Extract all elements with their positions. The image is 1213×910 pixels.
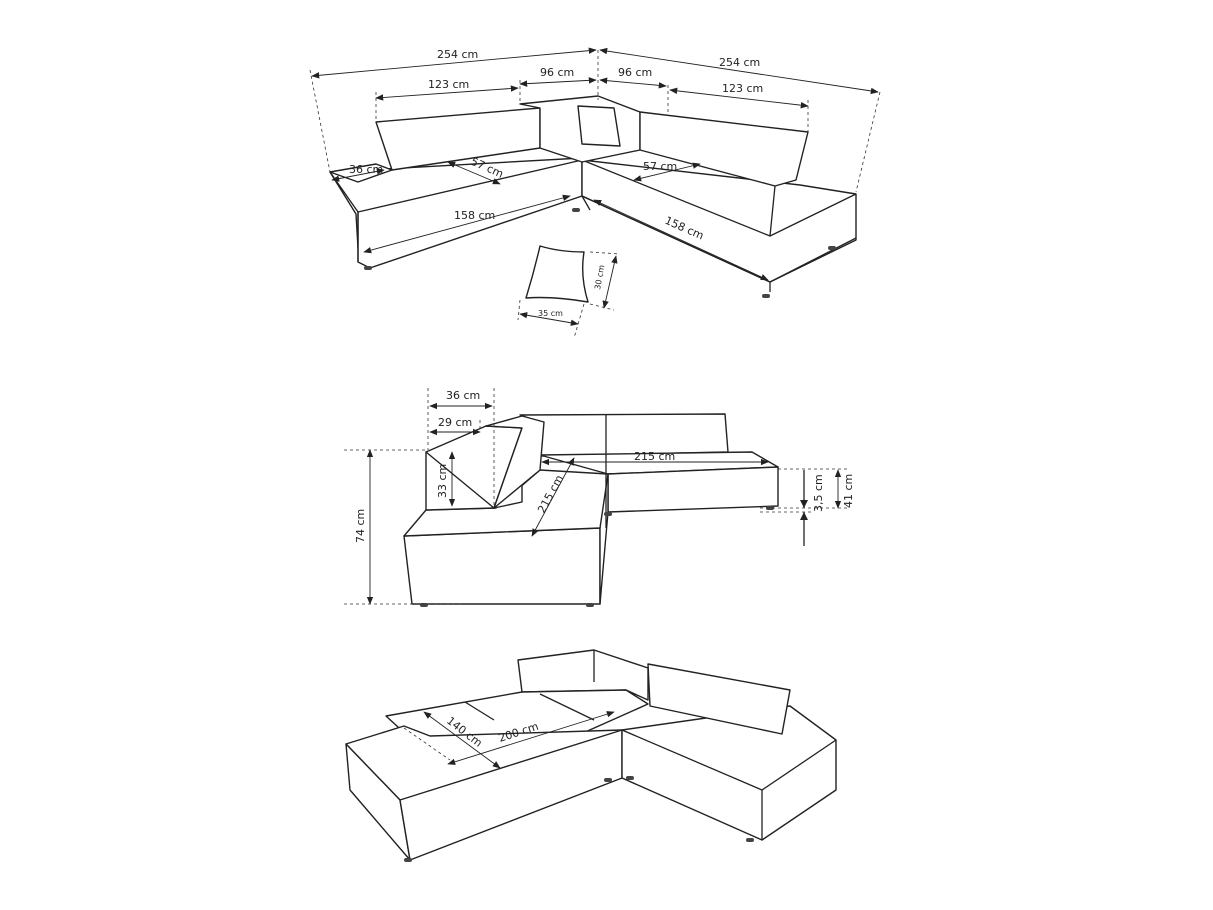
- dim-line-corner-left: [519, 77, 597, 87]
- label-total-right: 254 cm: [719, 56, 760, 69]
- dim-line-pillow-height: [602, 255, 618, 309]
- label-back-right: 123 cm: [722, 82, 763, 95]
- label-arm-top: 36 cm: [446, 389, 480, 402]
- label-total-left: 254 cm: [437, 48, 478, 61]
- label-arm-width: 36 cm: [349, 163, 383, 176]
- label-pillow-width: 35 cm: [538, 309, 563, 318]
- dim-line-seat-length-left: [363, 194, 571, 254]
- dim-line-back-left: [375, 85, 519, 101]
- dim-line-total-right: [599, 47, 879, 95]
- label-seat-depth-right: 57 cm: [643, 160, 677, 173]
- label-corner-right: 96 cm: [618, 66, 652, 79]
- dim-line-seat-depth-left: [447, 161, 501, 185]
- label-back-height: 33 cm: [436, 464, 449, 498]
- dim-line-seat-depth-right: [633, 162, 701, 182]
- label-pillow-height: 30 cm: [593, 264, 606, 290]
- dim-line-arm: [331, 168, 385, 182]
- dim-line-corner-right: [599, 77, 667, 89]
- dim-line-back-right: [669, 87, 809, 109]
- label-back-left: 123 cm: [428, 78, 469, 91]
- pillow: 30 cm 35 cm: [517, 245, 621, 339]
- dim-line-seat-length-right: [593, 199, 769, 281]
- label-seat-height: 41 cm: [842, 474, 855, 508]
- dim-line-seat-diag: [531, 457, 575, 537]
- label-arm-inner: 29 cm: [438, 416, 472, 429]
- top-view-corner-sofa: 254 cm 254 cm 123 cm 96 cm 96 cm 123 cm …: [309, 47, 881, 339]
- dim-line-pillow-width: [519, 312, 579, 326]
- bed-view-corner-sofa: 140 cm 200 cm: [345, 649, 837, 862]
- label-seat-back: 215 cm: [634, 450, 675, 463]
- side-view-corner-sofa: 36 cm 29 cm 33 cm 74 cm 215 cm 215 cm 3,…: [344, 388, 855, 607]
- label-corner-left: 96 cm: [540, 66, 574, 79]
- dim-line-total-left: [311, 47, 597, 79]
- dim-line-bed-length: [447, 711, 615, 765]
- label-leg-height: 3,5 cm: [812, 474, 825, 512]
- label-total-height: 74 cm: [354, 509, 367, 543]
- label-seat-length-left: 158 cm: [454, 209, 495, 222]
